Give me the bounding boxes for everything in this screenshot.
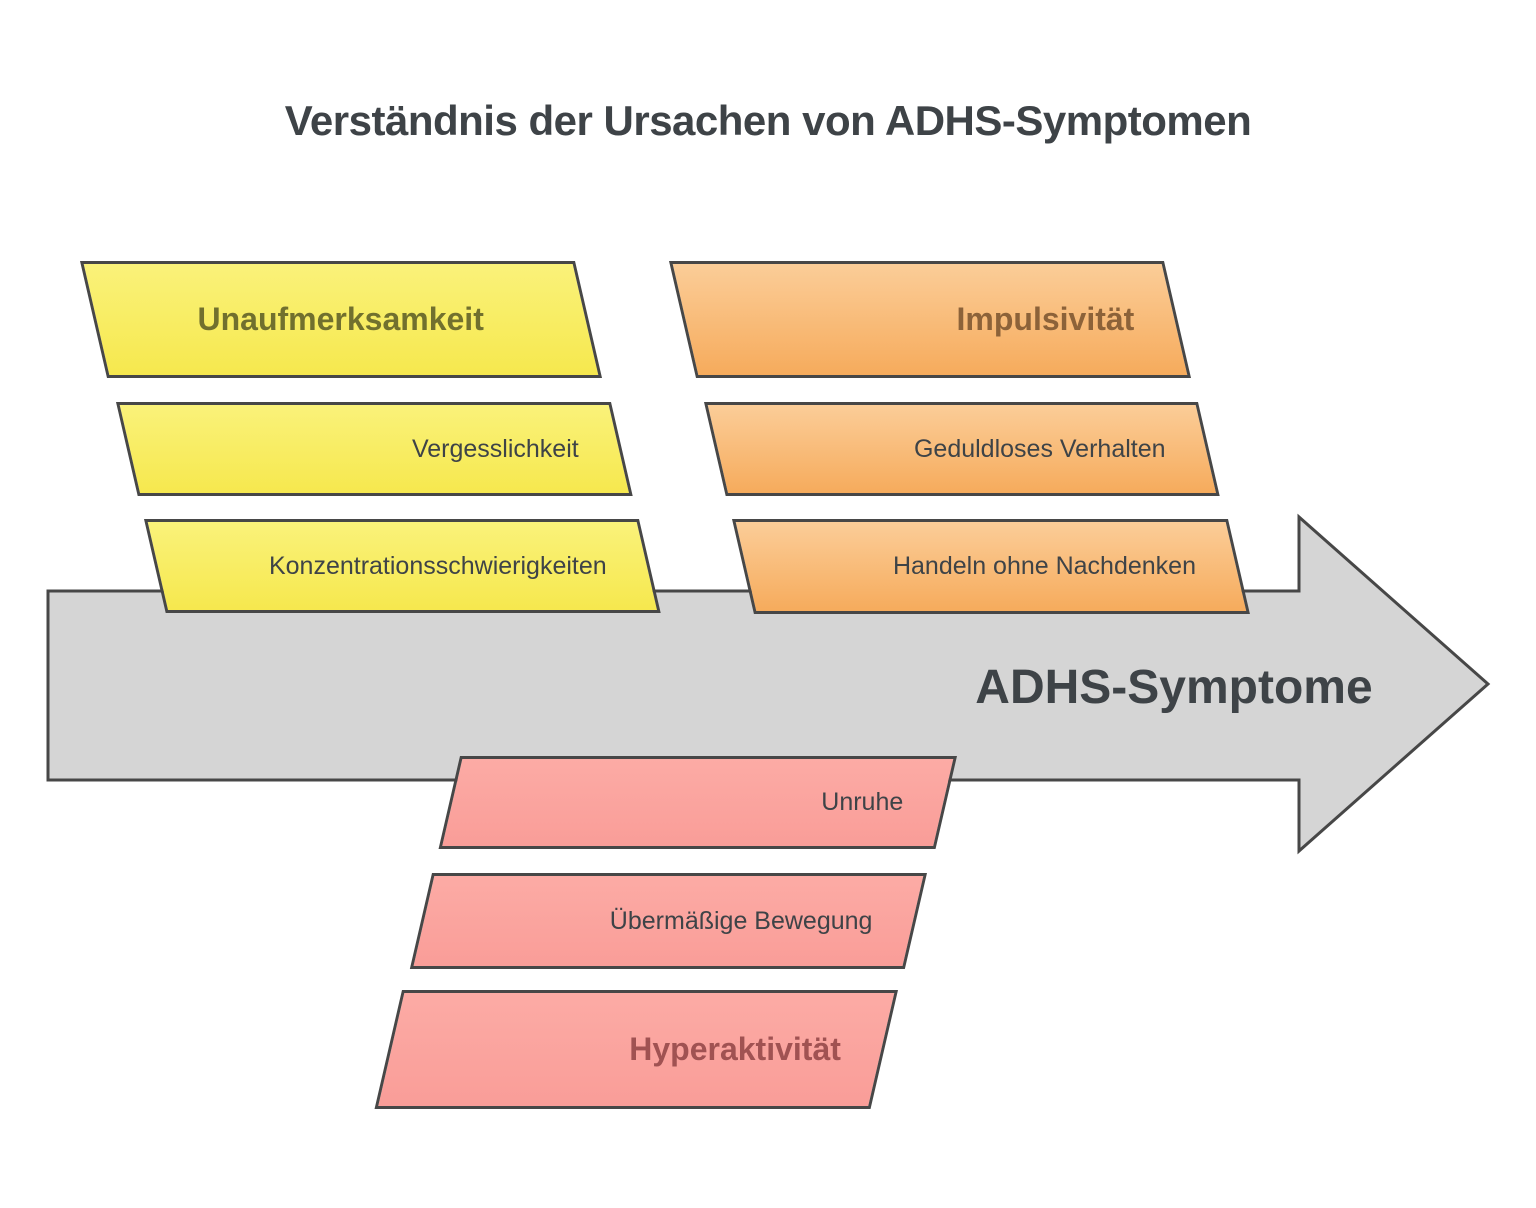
cause-handeln-ohne-nachdenken: Handeln ohne Nachdenken (732, 519, 1250, 614)
cause-konzentrationsschwierigkeiten: Konzentrationsschwierigkeiten (144, 519, 661, 613)
cause-geduldloses-verhalten: Geduldloses Verhalten (704, 402, 1220, 496)
cause-label: Handeln ohne Nachdenken (892, 552, 1196, 580)
arrow-label: ADHS-Symptome (975, 661, 1373, 714)
cause-label: Geduldloses Verhalten (914, 434, 1166, 463)
branch-header-hyperaktivitaet: Hyperaktivität (374, 990, 898, 1109)
branch-header-impulsivitaet: Impulsivität (669, 261, 1192, 378)
cause-label: Übermäßige Bewegung (610, 906, 873, 935)
branch-header-label: Hyperaktivität (629, 1031, 842, 1067)
cause-label: Unruhe (821, 788, 904, 816)
diagram-title: Verständnis der Ursachen von ADHS-Sympto… (284, 97, 1252, 144)
cause-label: Vergesslichkeit (412, 434, 579, 463)
cause-unruhe: Unruhe (438, 756, 957, 849)
cause-label: Konzentrationsschwierigkeiten (269, 551, 607, 580)
cause-vergesslichkeit: Vergesslichkeit (116, 402, 633, 496)
branch-header-label: Impulsivität (956, 301, 1135, 337)
branch-header-unaufmerksamkeit: Unaufmerksamkeit (80, 261, 603, 378)
cause-uebermaessige-bewegung: Übermäßige Bewegung (409, 873, 927, 969)
branch-header-label: Unaufmerksamkeit (197, 301, 485, 337)
